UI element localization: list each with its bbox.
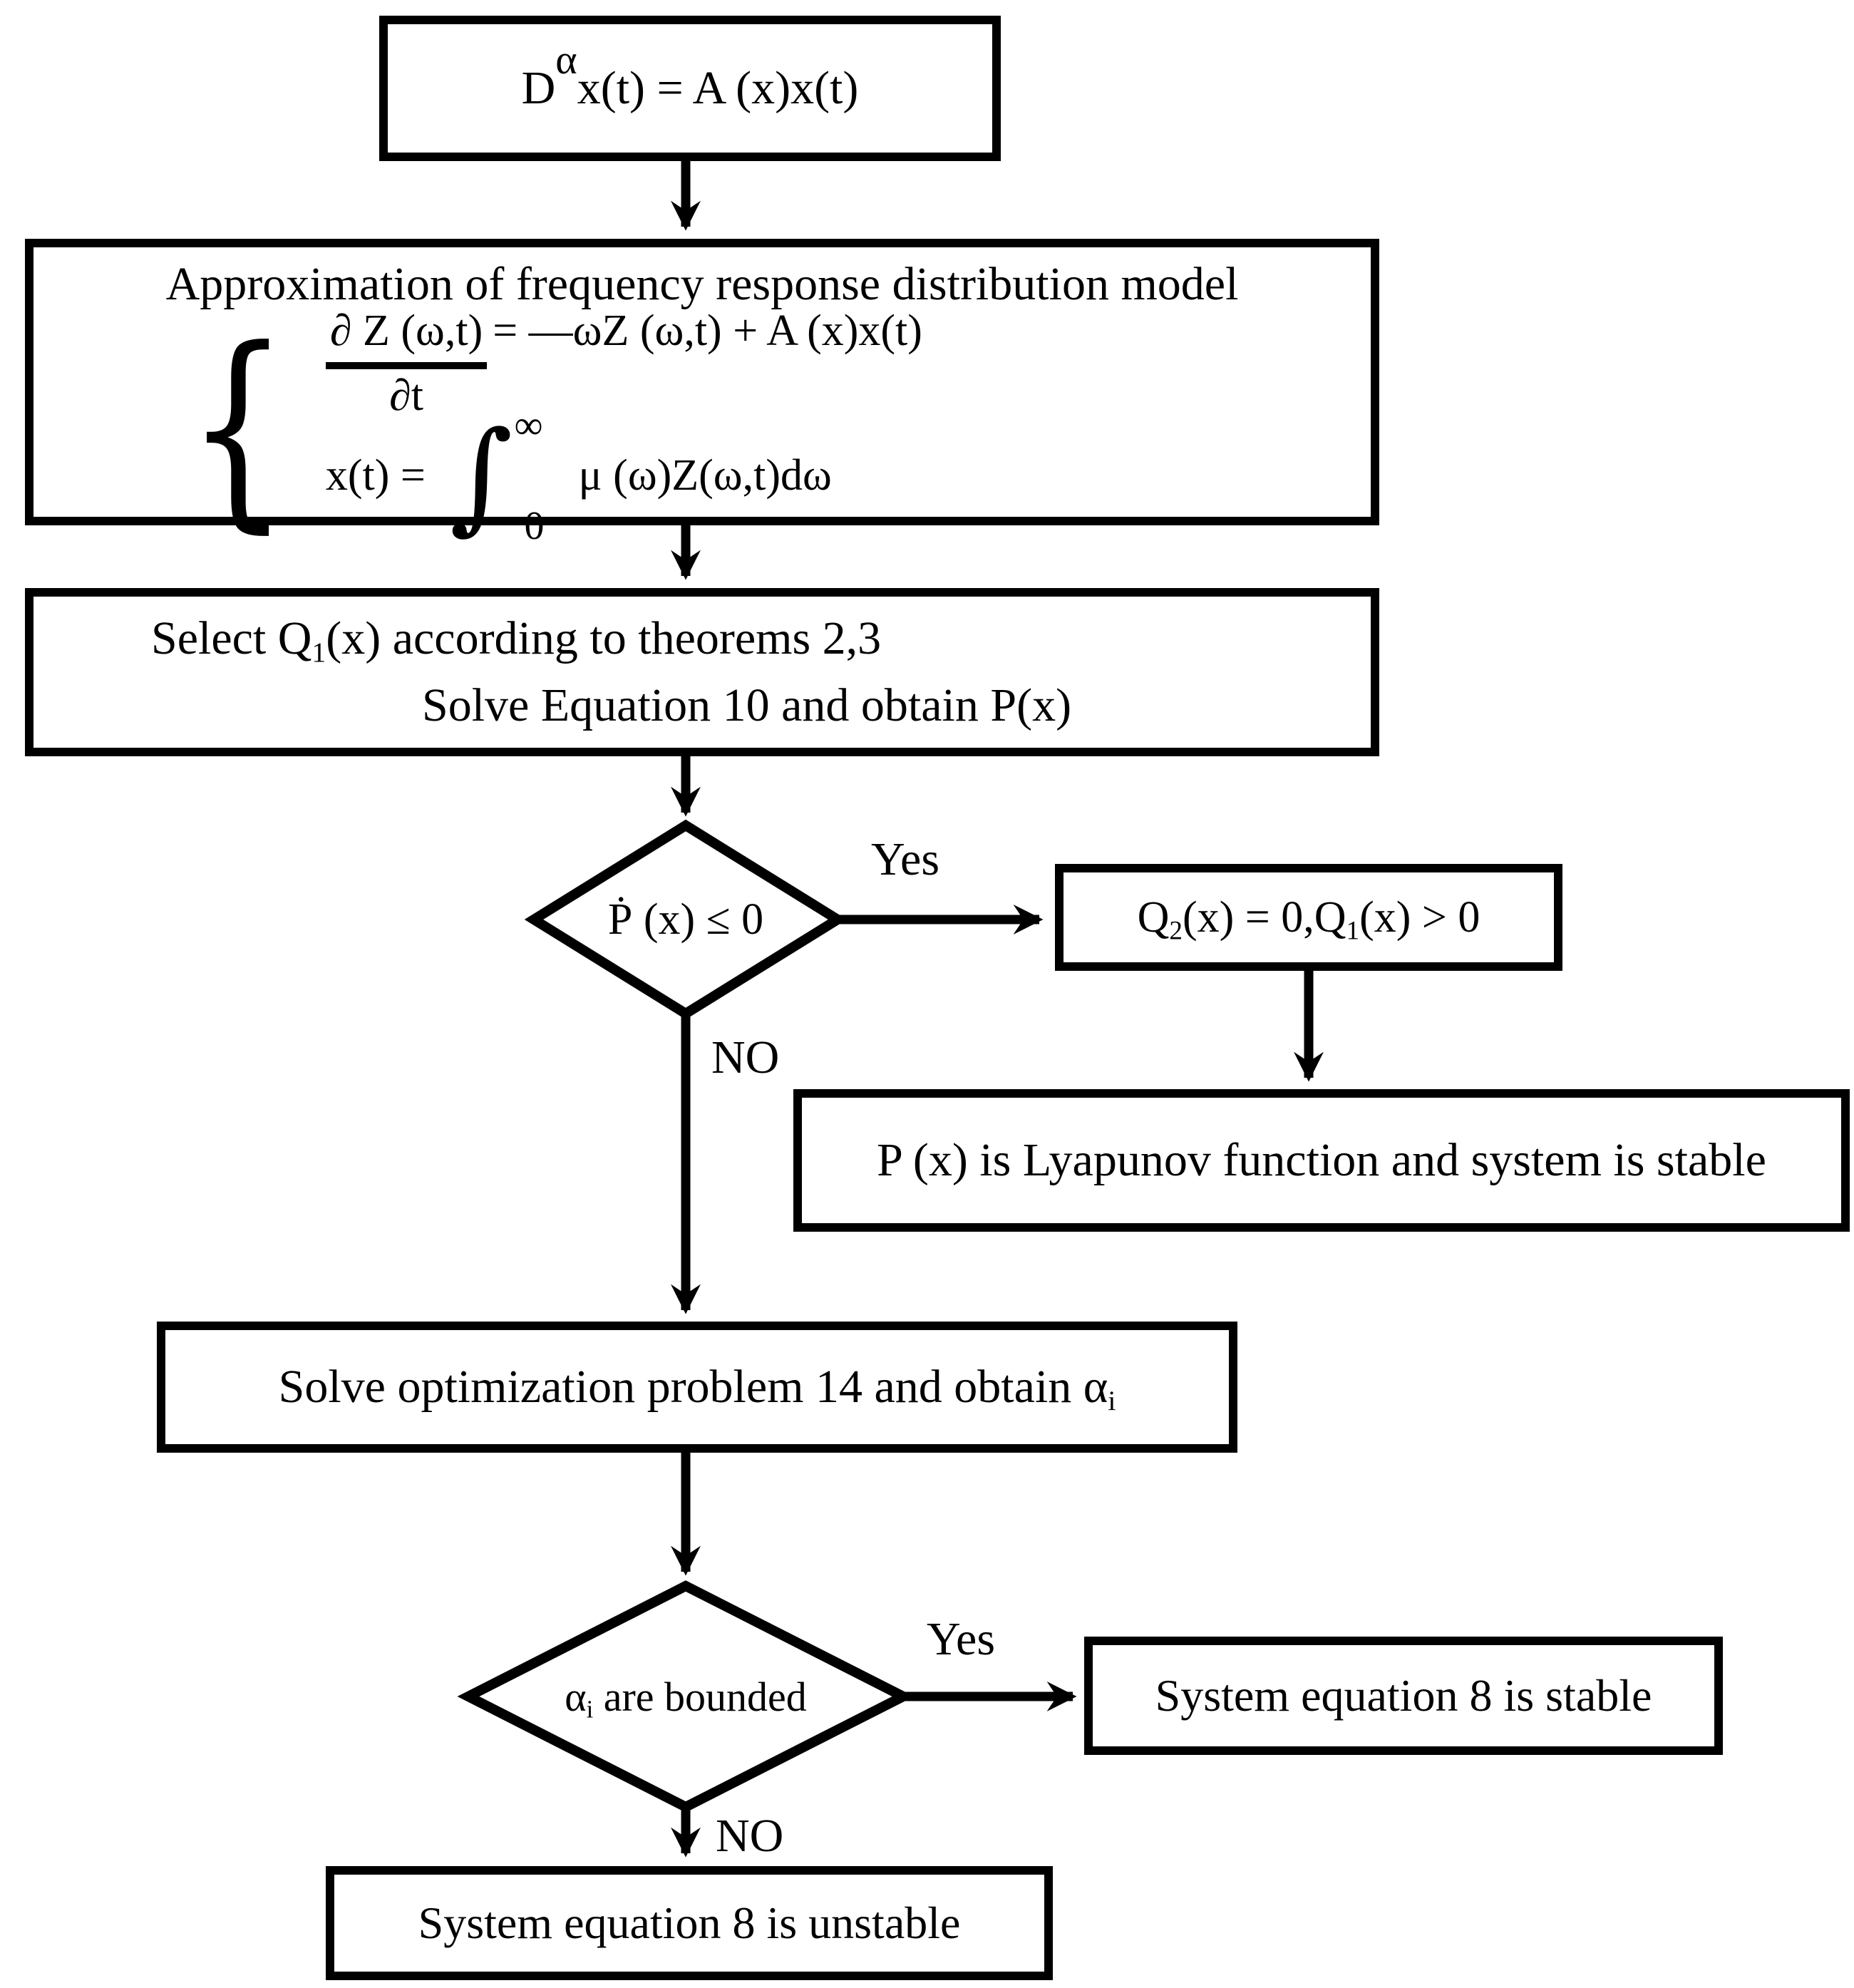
pde-equation: ∂ Z (ω,t) ∂t = —ωZ (ω,t) + A (x)x(t): [325, 306, 922, 421]
decision2-diamond: [457, 1580, 915, 1813]
select-line-2: Solve Equation 10 and obtain P(x): [422, 679, 1072, 731]
system-brace: {: [187, 302, 289, 552]
select-line-1: Select Q1(x) according to theorems 2,3: [151, 612, 882, 669]
integral-sign: ∫: [449, 405, 513, 547]
optimize-text: Solve optimization problem 14 and obtain…: [278, 1361, 1116, 1417]
start-equation: Dαx(t) = A (x)x(t): [521, 36, 859, 114]
optimize-box: Solve optimization problem 14 and obtain…: [157, 1322, 1237, 1453]
decision1-diamond: [524, 819, 848, 1020]
select-q1-box: Select Q1(x) according to theorems 2,3 S…: [25, 588, 1379, 756]
partial-fraction: ∂ Z (ω,t) ∂t: [325, 306, 488, 421]
lyapunov-box: P (x) is Lyapunov function and system is…: [793, 1089, 1850, 1232]
unstable-box: System equation 8 is unstable: [326, 1866, 1053, 1980]
label-no-2: NO: [716, 1810, 784, 1862]
decision1-label: Ṗ (x) ≤ 0: [607, 895, 764, 944]
alpha-superscript: α: [555, 36, 577, 83]
q2-equation: Q2(x) = 0,Q1(x) > 0: [1137, 892, 1480, 945]
approximation-title: Approximation of frequency response dist…: [165, 258, 1239, 310]
start-box: Dαx(t) = A (x)x(t): [379, 16, 1001, 161]
label-no-1: NO: [711, 1031, 780, 1083]
approximation-box: Approximation of frequency response dist…: [25, 239, 1379, 548]
q2-condition-box: Q2(x) = 0,Q1(x) > 0: [1055, 864, 1562, 971]
label-yes-2: Yes: [927, 1613, 996, 1665]
decision2-text: αi are bounded: [565, 1673, 807, 1724]
stable-box: System equation 8 is stable: [1084, 1637, 1723, 1755]
integral-equation: x(t) = ∫ ∞ 0 μ (ω)Z(ω,t)dω: [325, 403, 832, 548]
integral-limits: ∞ 0: [514, 403, 545, 548]
label-yes-1: Yes: [871, 833, 940, 885]
equation-system: { ∂ Z (ω,t) ∂t = —ωZ (ω,t) + A (x)x(t) x…: [187, 306, 1371, 549]
decision2-label: αi are bounded: [468, 1586, 903, 1807]
